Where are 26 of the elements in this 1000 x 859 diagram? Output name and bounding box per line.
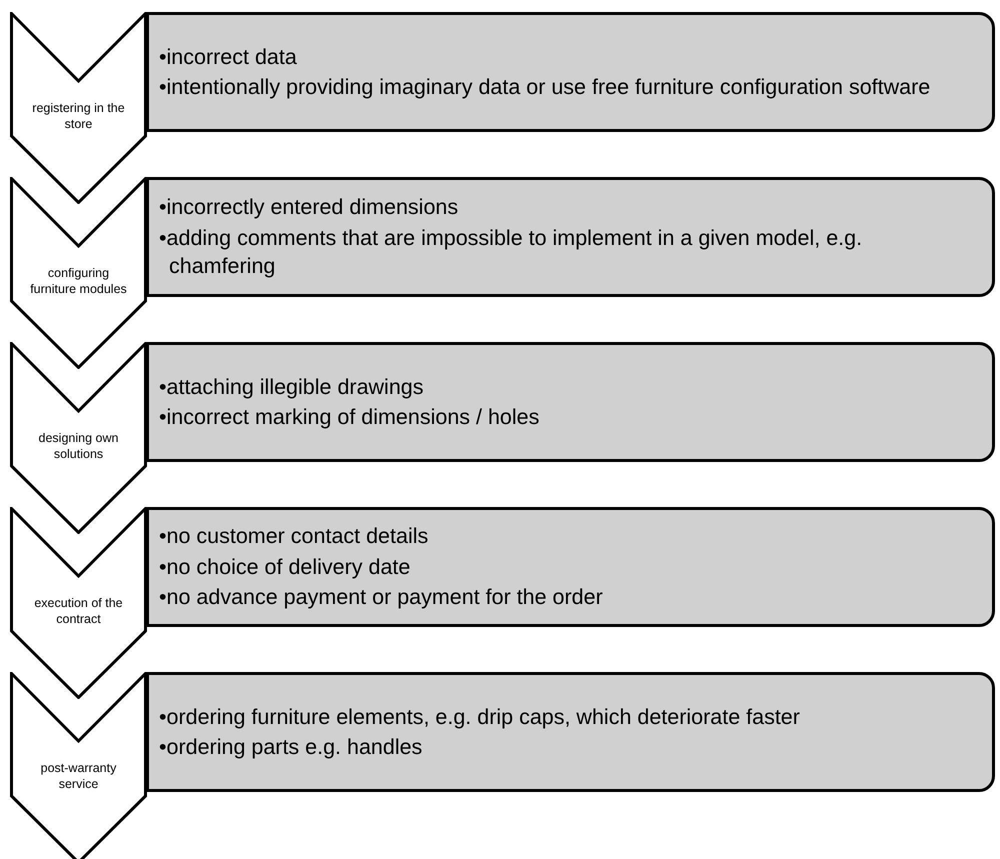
- bullet-item: •incorrectly entered dimensions: [159, 194, 460, 222]
- bullet-item: •no advance payment or payment for the order: [159, 584, 603, 612]
- bullet-item: •incorrect marking of dimensions / holes: [159, 404, 540, 431]
- chevron-shape: [10, 342, 147, 534]
- bullet-item: •adding comments that are impossible to implement in a given model, e.g. chamfering: [159, 224, 864, 280]
- bullet-item: •no choice of delivery date: [159, 554, 412, 581]
- bullet-item: •no customer contact details: [159, 523, 430, 550]
- bullet-item: •ordering furniture elements, e.g. drip caps, which deteriorate faster: [159, 704, 800, 731]
- bullet-item: •incorrect data: [159, 44, 298, 71]
- bullet-item: •intentionally providing imaginary data or use free furniture configuration software: [159, 74, 930, 101]
- bullet-item: •ordering parts e.g. handles: [159, 734, 424, 761]
- bullet-item: •attaching illegible drawings: [159, 374, 424, 401]
- detail-panel: [146, 177, 995, 297]
- chevron-shape: [10, 177, 147, 369]
- step-label: registering in the store: [31, 100, 126, 133]
- step-label: designing own solutions: [38, 430, 120, 463]
- chevron-shape: [10, 507, 147, 699]
- detail-panel: [146, 342, 995, 462]
- step-label: post-warranty service: [40, 760, 118, 793]
- detail-panel: [146, 12, 995, 132]
- step-label: execution of the contract: [33, 594, 124, 628]
- chevron-shape: [10, 12, 147, 204]
- step-label: configuring furniture modules: [29, 264, 128, 298]
- detail-panel: [146, 672, 995, 792]
- chevron-shape: [10, 672, 147, 859]
- detail-panel: [146, 507, 995, 627]
